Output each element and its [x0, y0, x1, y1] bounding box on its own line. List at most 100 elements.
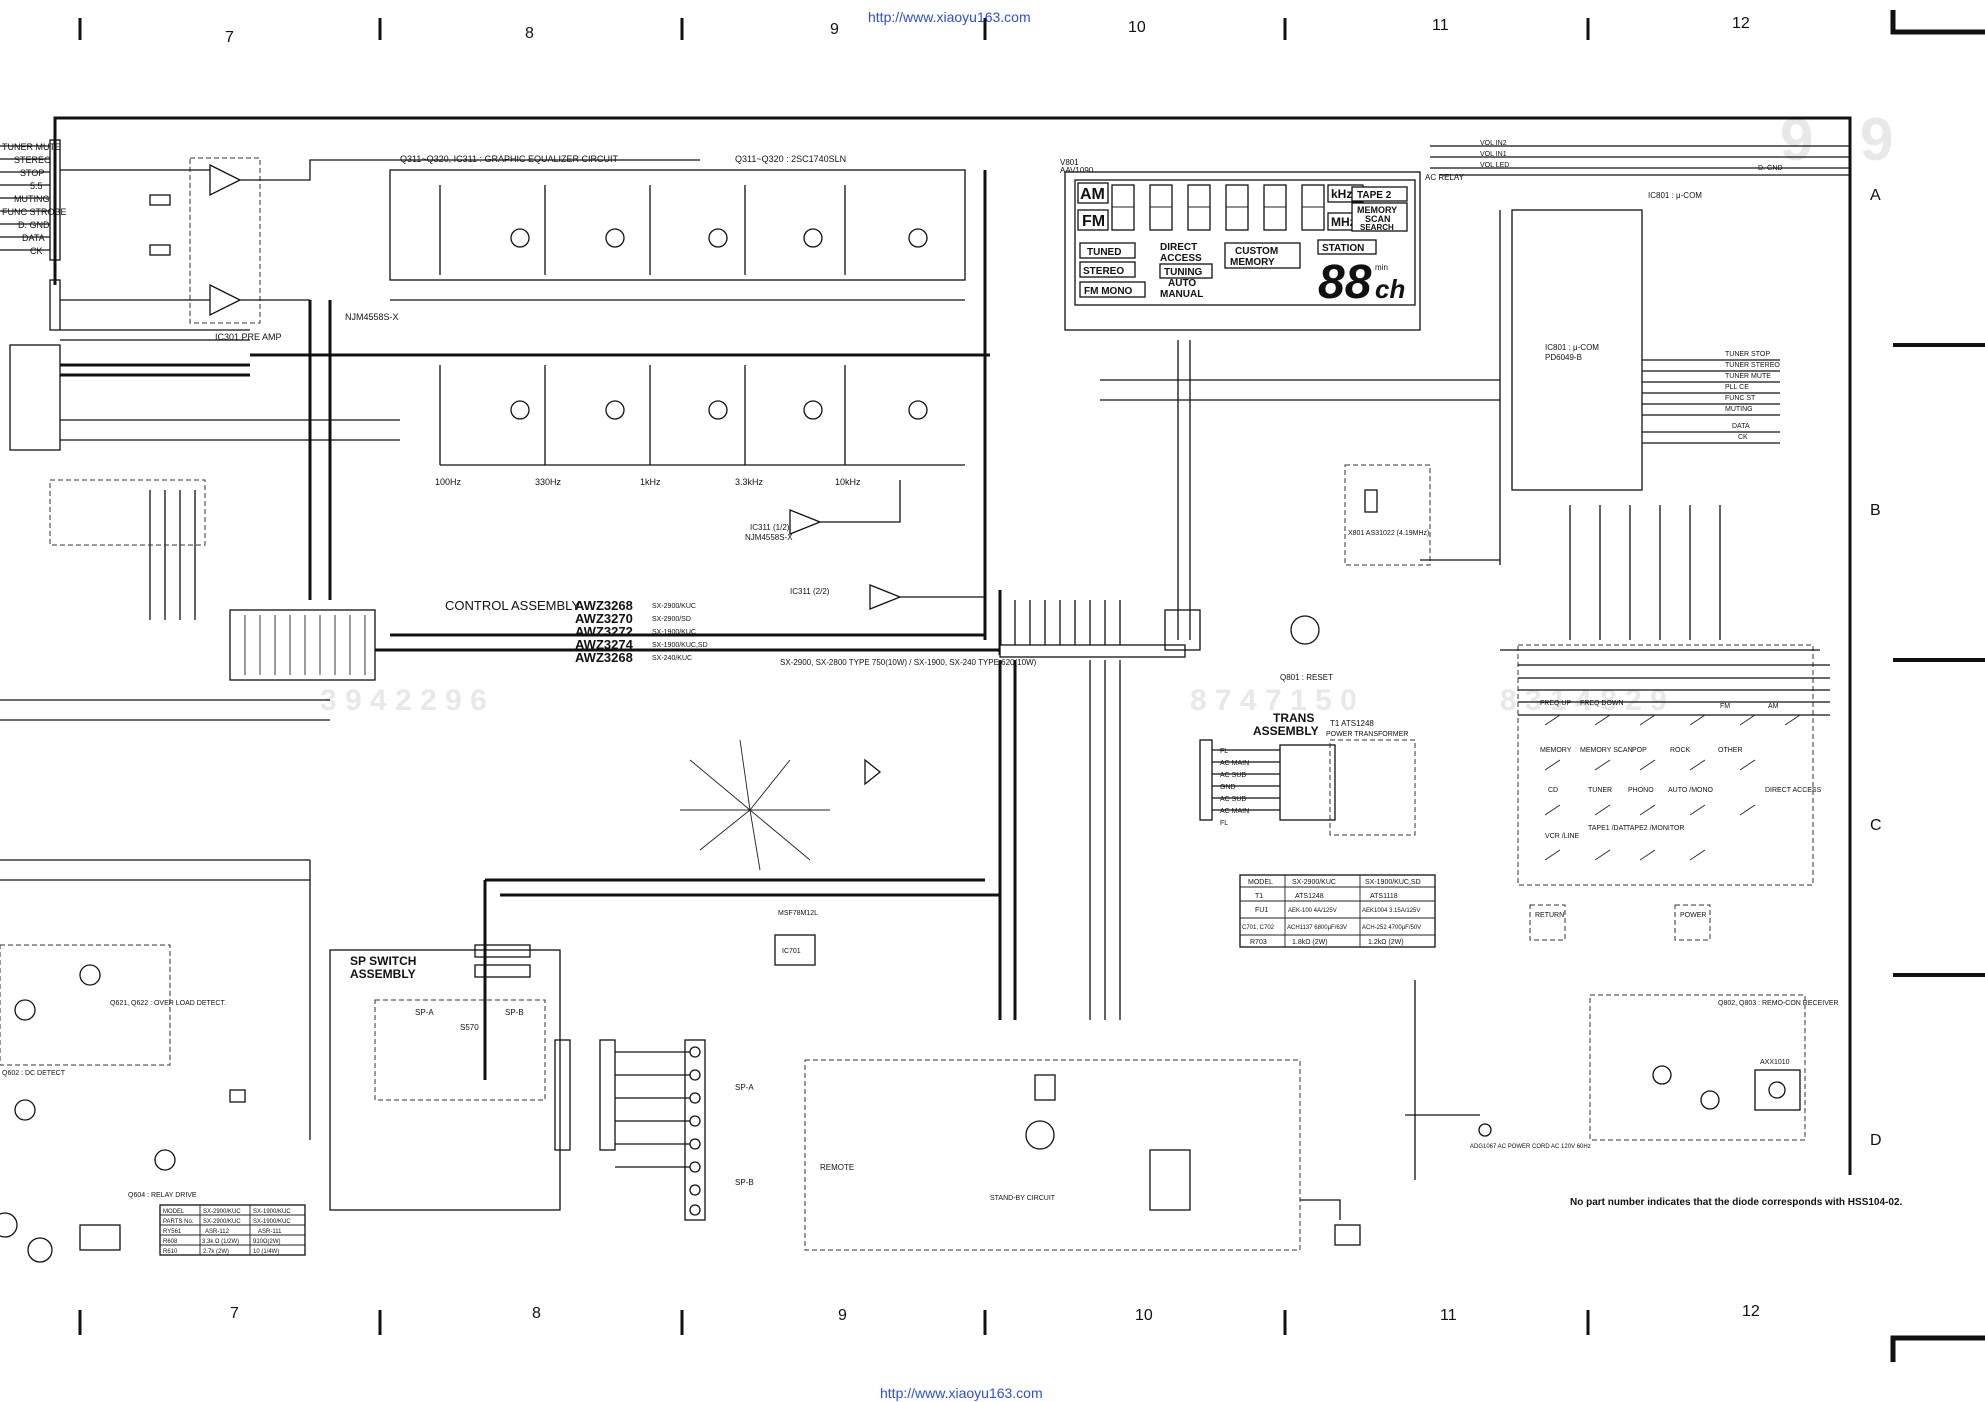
signal-label: STEREO	[14, 155, 51, 165]
fuse-cell: AEK1004 3.15A/125V	[1362, 908, 1420, 914]
vol-label: VOL IN1	[1480, 151, 1507, 158]
ic801-microcomputer: AC RELAY IC801 : μ-COM IC801 : μ-COM PD6…	[1425, 140, 1850, 491]
signal-label: 5.5	[30, 181, 43, 191]
trans-pin: FL	[1220, 820, 1228, 827]
key-label: AM	[1768, 703, 1779, 710]
q801-reset: Q801 : RESET	[1280, 673, 1333, 682]
col-label: 12	[1732, 15, 1750, 32]
t1-label: T1 ATS1248	[1330, 719, 1374, 728]
row-labels: A B C D	[1870, 187, 1882, 1149]
display-access: ACCESS	[1160, 253, 1202, 264]
display-min: min	[1375, 263, 1388, 272]
vol-label: VOL LED	[1480, 162, 1509, 169]
trans-assembly: TRANS ASSEMBLY T1 ATS1248 POWER TRANSFOR…	[1199, 711, 1416, 836]
fuse-cell: 1.8kΩ (2W)	[1292, 939, 1328, 946]
eq-freq: 100Hz	[435, 477, 462, 487]
col-label: 8	[532, 1305, 541, 1322]
ic801-output: CK	[1738, 434, 1748, 441]
key-label: FREQ DOWN	[1580, 700, 1624, 707]
signal-label: MUTING	[14, 194, 50, 204]
url-top[interactable]: http://www.xiaoyu163.com	[868, 9, 1031, 25]
trans-title: TRANS	[1273, 711, 1314, 725]
sp-switch-title2: ASSEMBLY	[350, 967, 416, 981]
power-supply: MSF78M12L IC701	[680, 739, 882, 966]
display-fm-mono: FM MONO	[1084, 286, 1133, 297]
key-labels: FREQ UP FREQ DOWN FM AM MEMORY MEMORY SC…	[1540, 700, 1822, 840]
col-label: 12	[1742, 1303, 1760, 1320]
control-part: AWZ3274	[575, 637, 634, 652]
display-stereo: STEREO	[1083, 266, 1124, 277]
eq-freq: 3.3kHz	[735, 477, 764, 487]
key-label: MEMORY	[1540, 747, 1572, 754]
fuse-cell: ACH-252 4700μF/50V	[1362, 925, 1421, 931]
ic301-part: NJM4558S-X	[345, 312, 399, 322]
key-label: ROCK	[1670, 747, 1691, 754]
speaker-a: SP-A	[735, 1083, 754, 1092]
transformer-note: SX-2900, SX-2800 TYPE 750(10W) / SX-1900…	[780, 658, 1037, 667]
col-label: 7	[230, 1305, 239, 1322]
display-ch: ch	[1375, 274, 1405, 304]
col-label: 9	[838, 1307, 847, 1324]
j2-connector	[229, 609, 376, 681]
relay-cell: SX-2900/KUC	[203, 1219, 241, 1225]
relay-header: SX-1900/KUC	[253, 1209, 291, 1215]
ic801-output: DATA	[1732, 423, 1750, 430]
sp-a-label: SP-A	[415, 1008, 434, 1017]
ic801-label: IC801 : μ-COM	[1545, 343, 1599, 352]
url-bottom[interactable]: http://www.xiaoyu163.com	[880, 1385, 1043, 1401]
display-scan: SCAN	[1365, 214, 1391, 224]
display-search: SEARCH	[1360, 223, 1394, 232]
x801-label: X801 AS31022 (4.19MHz)	[1348, 530, 1429, 537]
relay-cell: 910Ω(2W)	[253, 1239, 281, 1245]
ic801-title: IC801 : μ-COM	[1648, 191, 1702, 200]
col-label: 10	[1128, 19, 1146, 36]
signal-label: FUNC STROBE	[2, 207, 67, 217]
control-part: AWZ3270	[575, 611, 633, 626]
display-custom: CUSTOM	[1235, 246, 1278, 257]
display-khz: kHz	[1331, 187, 1352, 201]
trans-pin: AC SUB	[1220, 772, 1246, 779]
sp-b-label: SP-B	[505, 1008, 524, 1017]
svg-text:9: 9	[1780, 106, 1813, 173]
relay-cell: 2.7k (2W)	[203, 1249, 229, 1255]
key-label: MEMORY SCAN	[1580, 747, 1633, 754]
key-label: TUNER	[1588, 787, 1612, 794]
fuse-cell: AEK-100 4A/125V	[1288, 908, 1337, 914]
key-label: TAPE1 /DAT	[1588, 825, 1628, 832]
vol-label: VOL IN2	[1480, 140, 1507, 147]
power-key: POWER	[1680, 912, 1706, 919]
ic311-label: IC311 (1/2)	[750, 523, 790, 532]
control-model: SX-240/KUC	[652, 655, 692, 662]
relay-cell: R610	[163, 1249, 178, 1255]
left-connector	[0, 139, 61, 451]
ic311b-label: IC311 (2/2)	[790, 587, 830, 596]
display-auto: AUTO	[1168, 278, 1196, 289]
svg-text:8 7 4 7 1 5 0: 8 7 4 7 1 5 0	[1190, 684, 1357, 717]
relay-header: SX-2900/KUC	[203, 1209, 241, 1215]
control-part: AWZ3268	[575, 598, 633, 613]
control-part: AWZ3272	[575, 624, 633, 639]
signal-label: D. GND	[18, 220, 50, 230]
relay-cell: RY561	[163, 1229, 182, 1235]
fluorescent-display: V801 AAV1090 AM FM kHz MHz TAPE 2 MEMORY…	[1060, 158, 1421, 331]
key-matrix	[1517, 644, 1830, 886]
col-label: 8	[525, 25, 534, 42]
col-label: 10	[1135, 1307, 1153, 1324]
ic701-label: IC701	[782, 948, 801, 955]
key-label: PHONO	[1628, 787, 1654, 794]
display-fm: FM	[1082, 213, 1105, 230]
fuse-cell: T1	[1255, 893, 1263, 900]
display-station: STATION	[1322, 243, 1364, 254]
v801-part: AAV1090	[1060, 166, 1094, 175]
graphic-equalizer: Q311~Q320, IC311 : GRAPHIC EQUALIZER CIR…	[389, 154, 966, 487]
key-label: CD	[1548, 787, 1558, 794]
main-bus	[53, 116, 1852, 1175]
diode-note: No part number indicates that the diode …	[1570, 1197, 1903, 1208]
fuse-cell: FU1	[1255, 907, 1268, 914]
row-label: C	[1870, 817, 1882, 834]
over-load-label: Q621, Q622 : OVER LOAD DETECT.	[110, 1000, 226, 1007]
remo-unit: AXX1010	[1760, 1059, 1790, 1066]
relay-header: MODEL	[163, 1209, 185, 1215]
sp-switch-assembly: SP SWITCH ASSEMBLY SP-A SP-B S570	[329, 944, 616, 1211]
